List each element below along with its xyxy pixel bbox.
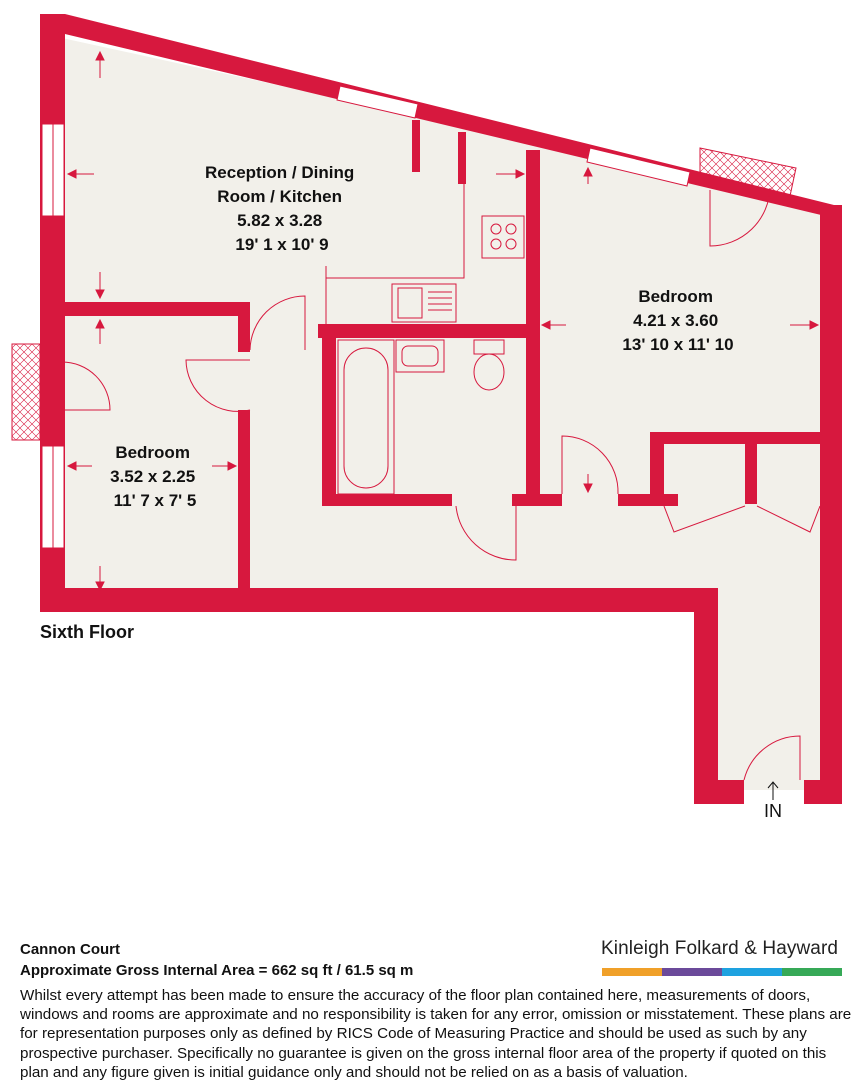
floor-label: Sixth Floor [40,622,134,642]
brand-color-bars [602,968,842,976]
bathroom-fittings [337,339,505,495]
dimension-arrows [66,50,820,592]
windows [41,85,691,549]
disclaimer-text: Whilst every attempt has been made to en… [20,987,852,1081]
doors [61,187,821,781]
room-label-reception: Reception / Dining Room / Kitchen 5.82 x… [205,163,359,254]
brand-bar [602,968,662,976]
room-label-bedroom-second: Bedroom 3.52 x 2.25 11' 7 x 7' 5 [110,443,200,510]
brand-bar [782,968,842,976]
property-name: Cannon Court [20,941,120,958]
entrance-arrow-icon [767,781,779,800]
gross-area: Approximate Gross Internal Area = 662 sq… [20,962,414,979]
kitchen-fittings [325,150,525,324]
brand-bar [722,968,782,976]
room-label-bedroom-main: Bedroom 4.21 x 3.60 13' 10 x 11' 10 [622,287,733,354]
balcony-hatches [11,147,797,441]
floor-plan: IN Reception / Dining Room / Kitchen 5.8… [11,14,842,821]
entrance-label: IN [764,801,782,821]
brand-logo-text: Kinleigh Folkard & Hayward [601,938,839,959]
brand-bar [662,968,722,976]
